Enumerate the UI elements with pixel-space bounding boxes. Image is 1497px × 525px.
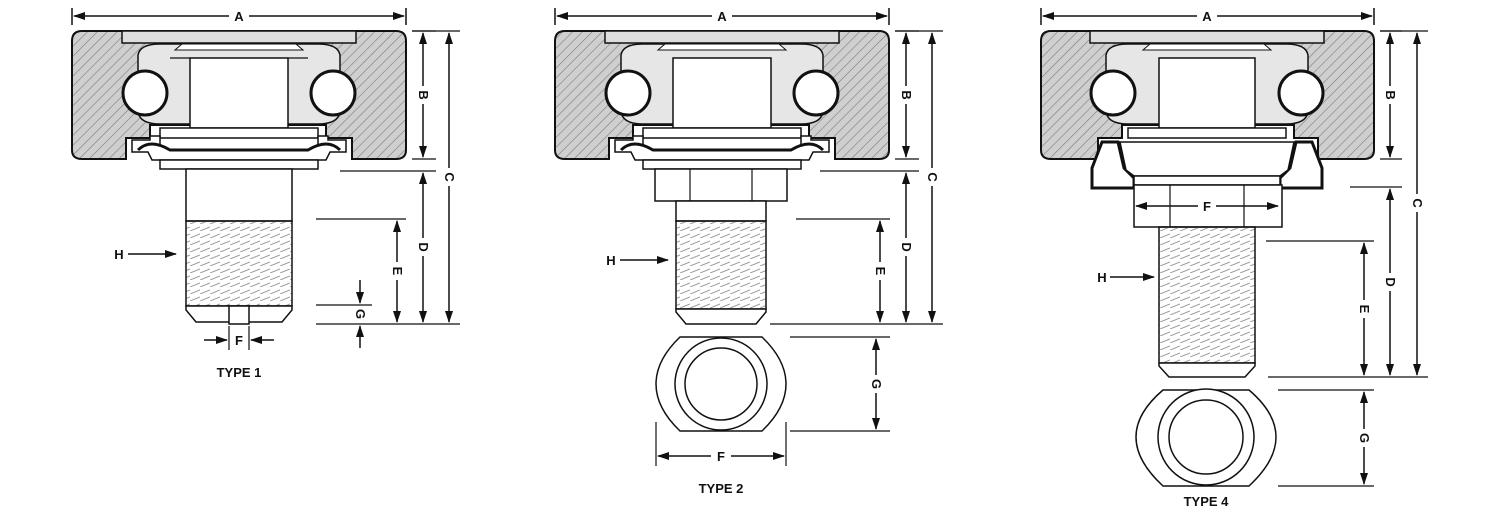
ref-label-h: H <box>114 247 123 262</box>
dim-label-g: G <box>869 379 884 389</box>
threaded-stud <box>185 168 293 325</box>
seal <box>614 127 830 170</box>
type-label: TYPE 4 <box>1184 494 1230 509</box>
dim-label-c: C <box>442 172 457 182</box>
roller-ball <box>604 69 652 117</box>
dim-label-b: B <box>1383 90 1398 99</box>
dim-label-g: G <box>353 309 368 319</box>
dim-label-f: F <box>1203 199 1211 214</box>
dim-label-a: A <box>717 9 727 24</box>
drawing-type-2: A B C D E G F H TY <box>554 8 943 496</box>
threaded-stud <box>675 200 767 325</box>
dim-label-e: E <box>1357 305 1372 314</box>
roller-ball <box>1277 69 1325 117</box>
dim-label-b: B <box>416 90 431 99</box>
hex-nut <box>654 168 788 202</box>
dim-label-g: G <box>1357 433 1372 443</box>
roller-ball <box>309 69 357 117</box>
drawing-type-1: A B C D E G F H TYPE 1 <box>71 8 460 380</box>
roller-ball <box>121 69 169 117</box>
seal <box>131 127 347 170</box>
seal <box>1090 127 1324 190</box>
ref-label-h: H <box>606 253 615 268</box>
dim-label-e: E <box>390 267 405 276</box>
threaded-stud <box>1158 226 1256 378</box>
roller-ball <box>1089 69 1137 117</box>
roller-housing <box>554 30 890 160</box>
dim-label-f: F <box>235 333 243 348</box>
roller-housing <box>1040 30 1375 160</box>
end-view <box>655 336 787 432</box>
drawing-type-4: A B C D E G F H TYPE 4 <box>1040 8 1428 509</box>
type-label: TYPE 2 <box>699 481 744 496</box>
roller-housing <box>71 30 407 160</box>
dim-label-d: D <box>1383 277 1398 286</box>
dim-label-c: C <box>1410 198 1425 208</box>
type-label: TYPE 1 <box>217 365 262 380</box>
end-view <box>1135 388 1277 487</box>
dim-label-d: D <box>899 242 914 251</box>
dim-label-a: A <box>234 9 244 24</box>
dim-label-f: F <box>717 449 725 464</box>
dim-label-e: E <box>873 267 888 276</box>
ref-label-h: H <box>1097 270 1106 285</box>
roller-ball <box>792 69 840 117</box>
dim-label-b: B <box>899 90 914 99</box>
dim-label-a: A <box>1202 9 1212 24</box>
dim-label-d: D <box>416 242 431 251</box>
dim-label-c: C <box>925 172 940 182</box>
